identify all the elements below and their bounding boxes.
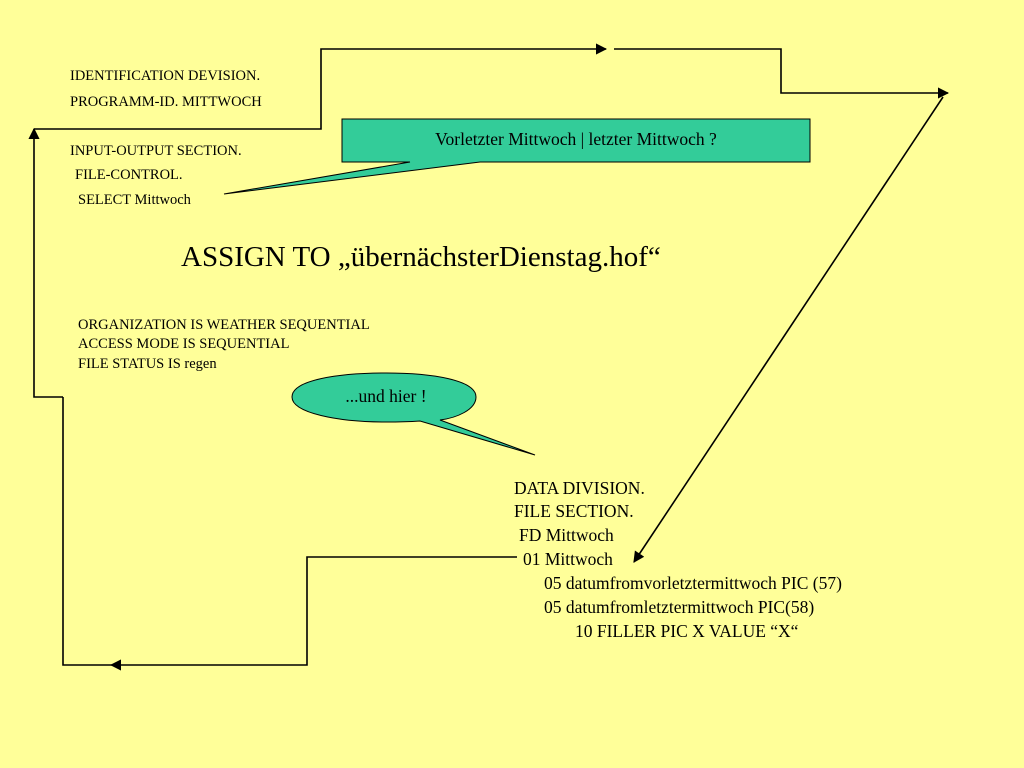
code-fd: FD Mittwoch	[519, 525, 614, 545]
code-file-control: FILE-CONTROL.	[75, 167, 183, 183]
code-filler: 10 FILLER PIC X VALUE “X“	[575, 621, 799, 641]
flow-line-bottom-left	[109, 556, 517, 671]
callout-oval-shape	[291, 372, 536, 456]
code-field-1: 05 datumfromvorletztermittwoch PIC (57)	[544, 573, 842, 593]
code-file-section: FILE SECTION.	[514, 501, 634, 521]
code-level-01: 01 Mittwoch	[523, 549, 613, 569]
code-data-division: DATA DIVISION.	[514, 478, 645, 498]
code-file-status: FILE STATUS IS regen	[78, 356, 217, 372]
code-identification-division: IDENTIFICATION DEVISION.	[70, 68, 261, 84]
code-organization: ORGANIZATION IS WEATHER SEQUENTIAL	[78, 317, 370, 333]
code-select: SELECT Mittwoch	[78, 192, 191, 208]
flow-line-right-step	[614, 48, 950, 99]
flow-line-diagonal	[633, 96, 944, 563]
callout-oval-text: ...und hier !	[345, 386, 427, 406]
flow-line-left-up	[28, 127, 63, 398]
flow-line-left-down	[62, 397, 111, 666]
code-input-output-section: INPUT-OUTPUT SECTION.	[70, 143, 242, 159]
code-field-2: 05 datumfromletztermittwoch PIC(58)	[544, 597, 815, 617]
callout-rect-text: Vorletzter Mittwoch | letzter Mittwoch ?	[435, 129, 717, 149]
code-access-mode: ACCESS MODE IS SEQUENTIAL	[78, 336, 290, 352]
flow-line-top-right	[34, 43, 608, 130]
assign-statement: ASSIGN TO „übernächsterDienstag.hof“	[181, 241, 661, 273]
callout-rect-shape	[223, 118, 811, 195]
code-program-id: PROGRAMM-ID. MITTWOCH	[70, 94, 262, 110]
